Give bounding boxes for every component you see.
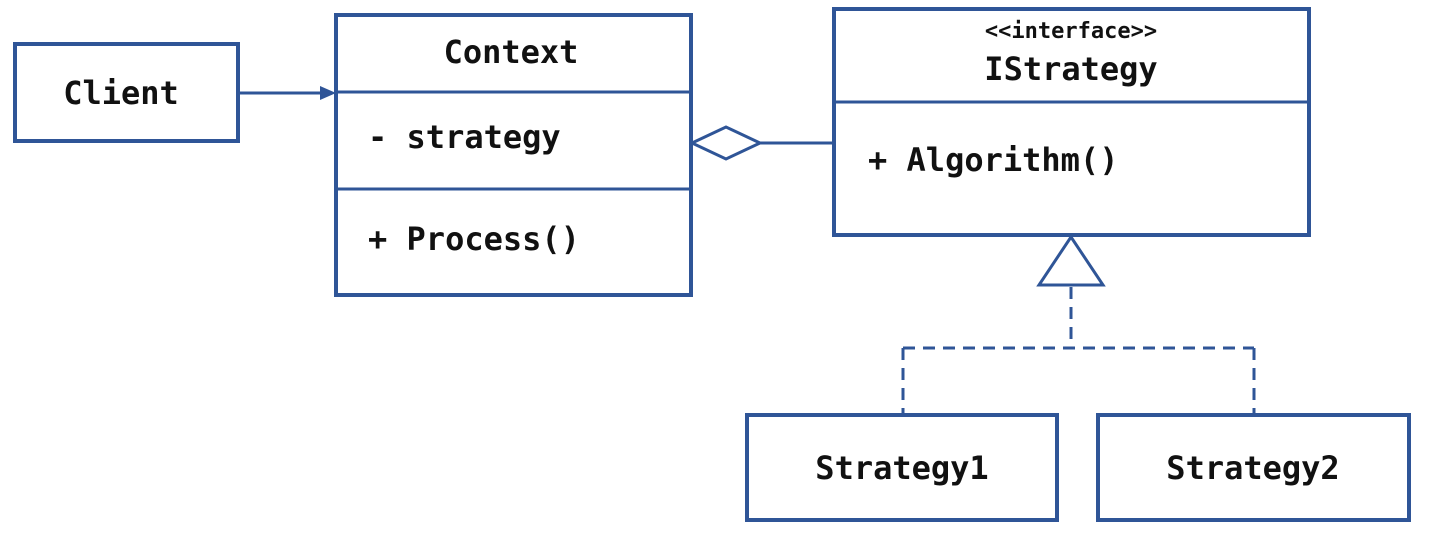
client-class-name: Client [63,74,179,112]
strategy1-class-box: Strategy1 [745,413,1059,522]
strategy1-class-name: Strategy1 [815,449,988,487]
client-context-association [238,86,336,100]
client-class-box: Client [13,42,240,143]
context-attribute-strategy: - strategy [368,118,561,156]
istrategy-interface-box: <<interface>> IStrategy + Algorithm() [832,7,1311,237]
context-class-box: Context - strategy + Process() [334,13,693,297]
association-arrowhead-icon [320,86,336,100]
context-istrategy-aggregation [688,125,834,161]
istrategy-interface-name: IStrategy [984,50,1157,88]
realization-triangle-icon [1036,234,1106,287]
aggregation-diamond-icon [688,125,764,161]
realization-connectors [901,234,1256,414]
istrategy-stereotype: <<interface>> [985,19,1157,44]
context-operation-process: + Process() [368,220,580,258]
context-class-name: Context [444,33,579,71]
strategy2-class-box: Strategy2 [1096,413,1411,522]
strategy2-class-name: Strategy2 [1166,449,1339,487]
istrategy-operation-algorithm: + Algorithm() [868,141,1118,179]
